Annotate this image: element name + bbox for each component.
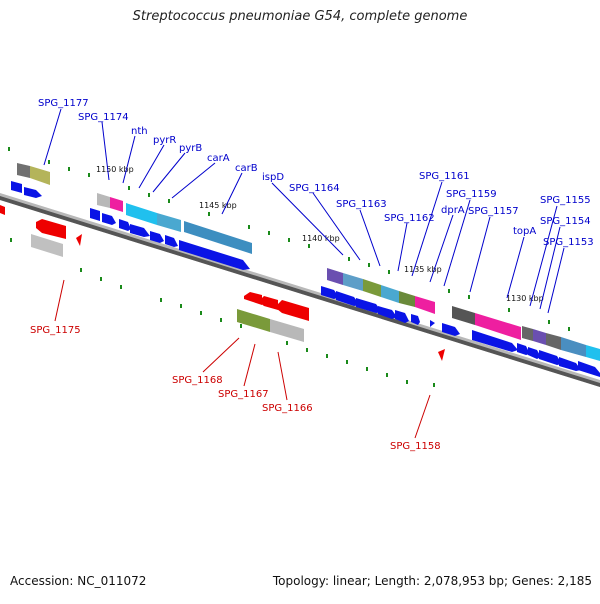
gene-label: SPG_1167 bbox=[218, 389, 269, 400]
gene-label: ispD bbox=[262, 172, 284, 183]
gene-label: SPG_1153 bbox=[543, 237, 594, 248]
genome-title: Streptococcus pneumoniae G54, complete g… bbox=[132, 9, 468, 24]
forward-arrows[interactable] bbox=[11, 181, 600, 377]
tick-label-1135: 1135 kbp bbox=[404, 265, 442, 274]
gene-label: SPG_1166 bbox=[262, 403, 313, 414]
gene-label: carA bbox=[207, 153, 230, 164]
tick-label-1130: 1130 kbp bbox=[506, 294, 544, 303]
gene-label: dprA bbox=[441, 205, 465, 216]
bottom-leader-lines bbox=[54, 279, 431, 439]
genome-backbone bbox=[0, 193, 600, 387]
top-gene-labels: SPG_1177 SPG_1174 nth pyrR pyrB carA car… bbox=[38, 98, 594, 248]
tick-labels: 1150 kbp 1145 kbp 1140 kbp 1135 kbp 1130… bbox=[96, 165, 544, 303]
tick-label-1145: 1145 kbp bbox=[199, 201, 237, 210]
tick-label-1140: 1140 kbp bbox=[302, 234, 340, 243]
gene-label: SPG_1161 bbox=[419, 171, 470, 182]
gene-label: SPG_1159 bbox=[446, 189, 497, 200]
gene-label: carB bbox=[235, 163, 258, 174]
gene-label: SPG_1177 bbox=[38, 98, 89, 109]
forward-feature-bars[interactable] bbox=[17, 163, 600, 361]
gene-label: SPG_1175 bbox=[30, 325, 81, 336]
genome-summary: Topology: linear; Length: 2,078,953 bp; … bbox=[272, 574, 592, 588]
accession-text: Accession: NC_011072 bbox=[10, 574, 147, 588]
gene-label: SPG_1174 bbox=[78, 112, 129, 123]
gene-label: nth bbox=[131, 126, 148, 137]
gene-label: SPG_1168 bbox=[172, 375, 223, 386]
gene-label: SPG_1158 bbox=[390, 441, 441, 452]
gene-label: SPG_1154 bbox=[540, 216, 591, 227]
gene-label: topA bbox=[513, 226, 536, 237]
reverse-features[interactable] bbox=[0, 205, 445, 361]
gene-label: pyrB bbox=[179, 143, 202, 154]
gene-label: SPG_1163 bbox=[336, 199, 387, 210]
tick-label-1150: 1150 kbp bbox=[96, 165, 134, 174]
gene-label: SPG_1157 bbox=[468, 206, 519, 217]
gene-label: SPG_1164 bbox=[289, 183, 340, 194]
top-leader-lines bbox=[43, 108, 565, 314]
gene-label: pyrR bbox=[153, 135, 176, 146]
bottom-gene-labels: SPG_1175 SPG_1168 SPG_1167 SPG_1166 SPG_… bbox=[30, 325, 441, 452]
gene-label: SPG_1162 bbox=[384, 213, 435, 224]
tick-track bbox=[8, 147, 570, 387]
gene-label: SPG_1155 bbox=[540, 195, 591, 206]
